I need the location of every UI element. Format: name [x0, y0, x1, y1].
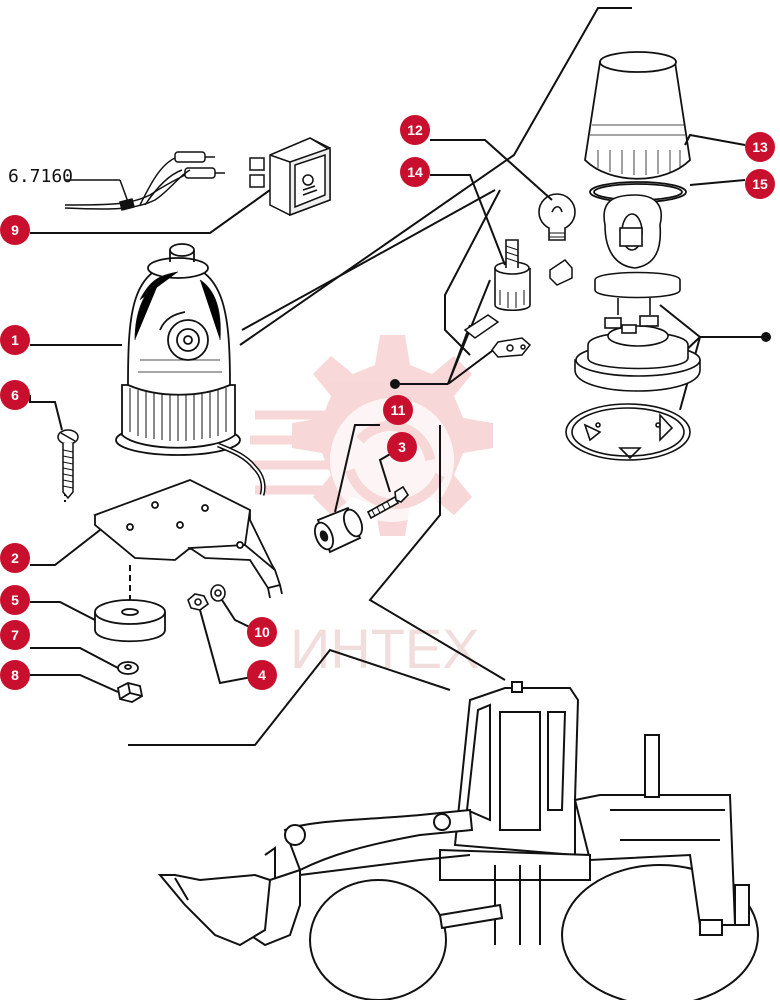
callout-circle	[0, 660, 30, 690]
inner-reflector	[594, 194, 681, 315]
callout-10: 10	[247, 617, 277, 647]
callout-13: 13	[745, 132, 775, 162]
callout-circle	[400, 115, 430, 145]
callout-label: 3	[398, 439, 406, 455]
callout-circle	[0, 380, 30, 410]
hex-nut	[116, 682, 144, 703]
callout-circle	[247, 617, 277, 647]
mounting-bracket	[93, 479, 283, 599]
connector-dot	[390, 379, 400, 389]
callout-14: 14	[400, 157, 430, 187]
callout-3: 3	[387, 432, 417, 462]
callout-circle	[387, 432, 417, 462]
callout-circle	[745, 132, 775, 162]
callout-1: 1	[0, 325, 30, 355]
callout-label: 11	[391, 402, 406, 418]
callout-circle	[0, 585, 30, 615]
hex-bolt	[366, 485, 410, 520]
washer	[117, 661, 139, 675]
bulb	[538, 193, 576, 241]
rubber-grommet	[94, 599, 166, 643]
callout-8: 8	[0, 660, 30, 690]
screw	[57, 429, 79, 500]
callout-12: 12	[400, 115, 430, 145]
callout-label: 9	[11, 222, 19, 238]
callout-label: 14	[407, 164, 423, 180]
small-washer	[210, 584, 226, 602]
connector-dot	[761, 332, 771, 342]
callout-label: 12	[407, 122, 423, 138]
rocker-switch	[249, 137, 331, 217]
spacer-sleeve	[314, 506, 363, 554]
callout-label: 15	[752, 176, 768, 192]
callout-label: 4	[258, 667, 266, 683]
callout-label: 6	[11, 387, 19, 403]
reference-code: 6.7160	[8, 166, 73, 187]
watermark-text: ИНТЕХ	[290, 617, 480, 680]
wire-harness	[64, 151, 225, 211]
watermark-logo: ИНТЕХ	[250, 335, 493, 680]
callout-11: 11	[383, 395, 413, 425]
callout-circle	[745, 169, 775, 199]
lamp-socket	[494, 239, 531, 312]
callout-circle	[0, 215, 30, 245]
callout-9: 9	[0, 215, 30, 245]
wheel-loader	[157, 681, 759, 1005]
callout-label: 1	[11, 332, 19, 348]
callout-label: 10	[254, 624, 270, 640]
beacon-lamp	[115, 243, 266, 496]
callout-6: 6	[0, 380, 30, 410]
callout-label: 7	[11, 627, 19, 643]
gasket-plate	[565, 403, 691, 461]
callout-5: 5	[0, 585, 30, 615]
small-nut	[187, 593, 210, 611]
callout-label: 5	[11, 592, 19, 608]
callout-label: 8	[11, 667, 19, 683]
lens-dome	[584, 51, 691, 180]
callout-4: 4	[247, 660, 277, 690]
leader-lines	[64, 7, 765, 746]
terminal-clips	[463, 259, 573, 358]
callout-circle	[0, 543, 30, 573]
callout-15: 15	[745, 169, 775, 199]
lamp-base	[574, 315, 701, 392]
callout-label: 2	[11, 550, 19, 566]
callout-circle	[383, 395, 413, 425]
callout-7: 7	[0, 620, 30, 650]
callout-label: 13	[752, 139, 768, 155]
callout-circle	[0, 620, 30, 650]
callout-circle	[247, 660, 277, 690]
callout-2: 2	[0, 543, 30, 573]
callout-circle	[0, 325, 30, 355]
callout-circle	[400, 157, 430, 187]
